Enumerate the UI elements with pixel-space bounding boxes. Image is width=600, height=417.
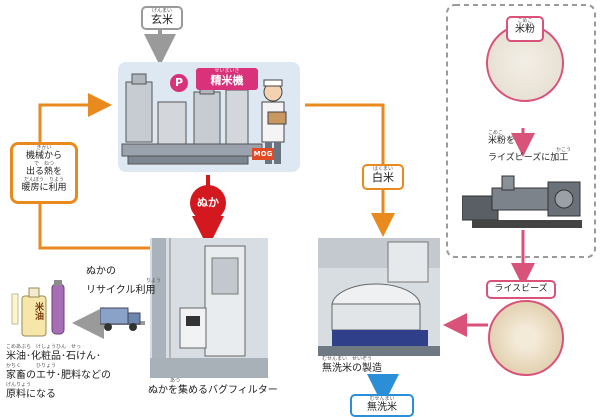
komeko-process-line-1: 米粉を bbox=[488, 136, 516, 146]
komeko-label-box: こめこ 米粉 bbox=[506, 16, 544, 42]
seimaiki-text: 精米機 bbox=[210, 74, 244, 87]
truck-icon bbox=[100, 307, 141, 331]
seimaiki-illustration bbox=[121, 73, 287, 165]
bagfilter-illustration bbox=[150, 238, 268, 378]
komeko-text: 米粉 bbox=[515, 24, 535, 35]
musenmai-text: 無洗米 bbox=[367, 402, 397, 413]
seimaiki-panel: P せいまいき 精米機 MOG bbox=[118, 62, 300, 172]
products-ruby-3: げんりょう bbox=[6, 382, 32, 388]
nuka-recycle-line-1: ぬかの bbox=[86, 266, 116, 277]
products-ruby-2: かちく ひりょう bbox=[6, 363, 57, 369]
musenmai-ruby: むせんまい bbox=[369, 396, 395, 402]
p-badge: P bbox=[170, 74, 188, 92]
heat-reuse-box: きかい 機械から で ねつ 出る熱を だんぼう りよう 暖房に利用 bbox=[10, 142, 78, 204]
musenmai-label-box: むせんまい 無洗米 bbox=[350, 394, 414, 417]
nuka-recycle-ruby: りよう bbox=[146, 278, 162, 284]
bagfilter-ruby: あつ bbox=[170, 378, 181, 384]
products-ruby-1: こめあぶら けしょうひん せっ bbox=[6, 344, 82, 350]
products-line-2: 家畜のエサ･肥料などの bbox=[6, 370, 111, 381]
komeko-process-ruby-1: こめこ bbox=[488, 130, 504, 136]
musenmai-seizo-ruby: むせんまい せいぞう bbox=[322, 356, 373, 362]
musenmai-seizo-text: 無洗米の製造 bbox=[322, 363, 382, 374]
products-text: こめあぶら けしょうひん せっ 米油･化粧品･石けん･ かちく ひりょう 家畜の… bbox=[6, 344, 111, 401]
heat-ruby-3: だんぼう りよう bbox=[23, 177, 64, 183]
products-illustration bbox=[11, 280, 65, 337]
bagfilter-caption: あつ ぬかを集めるバグフィルター bbox=[148, 378, 278, 397]
musenmai-machine-illustration bbox=[318, 238, 440, 356]
genmai-text: 玄米 bbox=[151, 13, 173, 26]
nuka-recycle-line-2: リサイクル利用 bbox=[86, 285, 156, 296]
products-line-3: 原料になる bbox=[6, 389, 56, 400]
seimaiki-title: せいまいき 精米機 bbox=[196, 68, 258, 90]
komeko-process-line-2: ライズビーズに加工 bbox=[488, 153, 569, 163]
nuka-recycle-text: ぬかの りよう リサイクル利用 bbox=[86, 265, 161, 297]
heat-line-1: 機械から bbox=[25, 151, 62, 161]
bagfilter-text: ぬかを集めるバグフィルター bbox=[148, 385, 278, 396]
heat-line-2: 出る熱を bbox=[25, 167, 62, 177]
ricebeads-circle bbox=[488, 300, 564, 376]
products-line-1: 米油･化粧品･石けん･ bbox=[6, 351, 101, 362]
nuka-badge: ぬか bbox=[190, 185, 226, 221]
bagfilter-photo bbox=[150, 238, 268, 378]
genmai-label-box: げんまい 玄米 bbox=[141, 6, 183, 30]
mog-logo: MOG bbox=[252, 148, 274, 160]
seimaiki-ruby: せいまいき bbox=[214, 68, 240, 74]
hakumai-label-box: はくまい 白米 bbox=[362, 164, 404, 190]
komeko-ruby: こめこ bbox=[517, 18, 533, 24]
hakumai-text: 白米 bbox=[372, 171, 394, 184]
heat-ruby-1: きかい bbox=[36, 145, 52, 151]
hakumai-ruby: はくまい bbox=[372, 166, 393, 172]
genmai-ruby: げんまい bbox=[151, 8, 172, 14]
komeko-panel-frame bbox=[446, 4, 596, 258]
komeko-process-ruby-2: かこう bbox=[556, 147, 572, 153]
musenmai-factory-photo bbox=[318, 238, 440, 356]
ricebeads-label-box: ライスビーズ bbox=[486, 280, 556, 299]
heat-ruby-2: で ねつ bbox=[33, 161, 54, 167]
komeko-process-text: こめこ 米粉を かこう ライズビーズに加工 bbox=[488, 130, 571, 164]
oil-bottle-label: 米油 bbox=[33, 302, 43, 320]
heat-line-3: 暖房に利用 bbox=[21, 183, 67, 193]
musenmai-seizo-caption: むせんまい せいぞう 無洗米の製造 bbox=[322, 356, 382, 375]
extruder-illustration bbox=[462, 175, 582, 228]
